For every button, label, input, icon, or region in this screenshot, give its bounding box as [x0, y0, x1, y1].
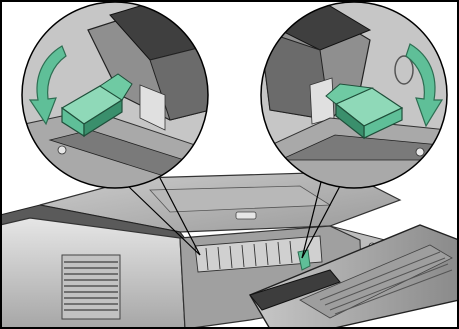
vent-grille — [62, 255, 120, 319]
tray-handle — [236, 212, 256, 219]
